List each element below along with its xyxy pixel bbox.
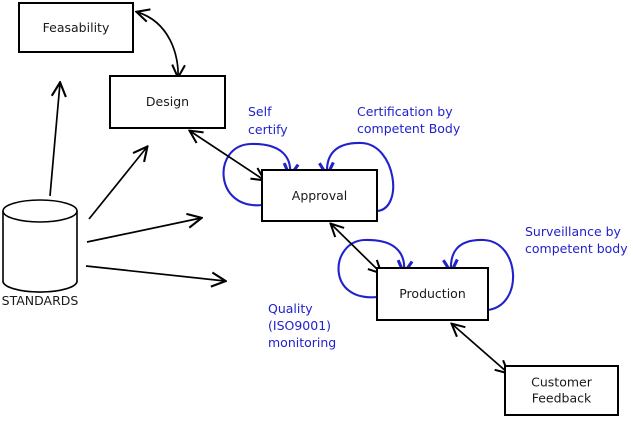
- annotation-certification-by-competent-body: Certification by competent Body: [357, 104, 461, 136]
- node-label-production: Production: [399, 286, 466, 301]
- node-label-customer-feedback-line2: Feedback: [532, 391, 592, 406]
- loop-surveillance-by-competent-body: [451, 238, 515, 312]
- annotation-quality-line3: monitoring: [268, 335, 336, 350]
- annotation-quality-line2: (ISO9001): [268, 318, 331, 333]
- flow-production-customer-feedback: [452, 324, 508, 373]
- annotation-surveillance-by-competent-body: Surveillance by competent body: [525, 224, 628, 256]
- annotation-certification-line2: competent Body: [357, 121, 461, 136]
- node-label-approval: Approval: [292, 188, 347, 203]
- annotation-surveillance-line2: competent body: [525, 241, 628, 256]
- annotation-quality-iso9001-monitoring: Quality (ISO9001) monitoring: [268, 301, 336, 350]
- flow-standards-design: [88, 147, 147, 220]
- flow-design-approval: [190, 131, 264, 180]
- flow-standards-feasability: [49, 83, 60, 197]
- loop-certification-by-competent-body: [327, 141, 395, 213]
- node-standards-datastore[interactable]: STANDARDS: [2, 199, 79, 308]
- node-feasability[interactable]: Feasability: [18, 2, 134, 53]
- flow-standards-approval: [86, 218, 201, 243]
- node-design[interactable]: Design: [109, 75, 226, 129]
- node-label-design: Design: [146, 94, 189, 109]
- annotation-self-certify-line2: certify: [248, 122, 288, 137]
- annotation-certification-line1: Certification by: [357, 104, 453, 119]
- node-label-standards: STANDARDS: [2, 293, 79, 308]
- flow-standards-production: [85, 265, 225, 281]
- flow-approval-production: [331, 224, 381, 273]
- node-production[interactable]: Production: [376, 267, 489, 321]
- flow-feasability-design: [137, 12, 178, 77]
- node-customer-feedback[interactable]: Customer Feedback: [504, 365, 619, 416]
- annotation-self-certify-line1: Self: [248, 104, 272, 119]
- annotation-surveillance-line1: Surveillance by: [525, 224, 622, 239]
- node-approval[interactable]: Approval: [261, 169, 378, 222]
- annotation-quality-line1: Quality: [268, 301, 313, 316]
- annotation-self-certify: Self certify: [248, 104, 288, 137]
- node-label-feasability: Feasability: [43, 20, 110, 35]
- node-label-customer-feedback-line1: Customer: [531, 375, 593, 390]
